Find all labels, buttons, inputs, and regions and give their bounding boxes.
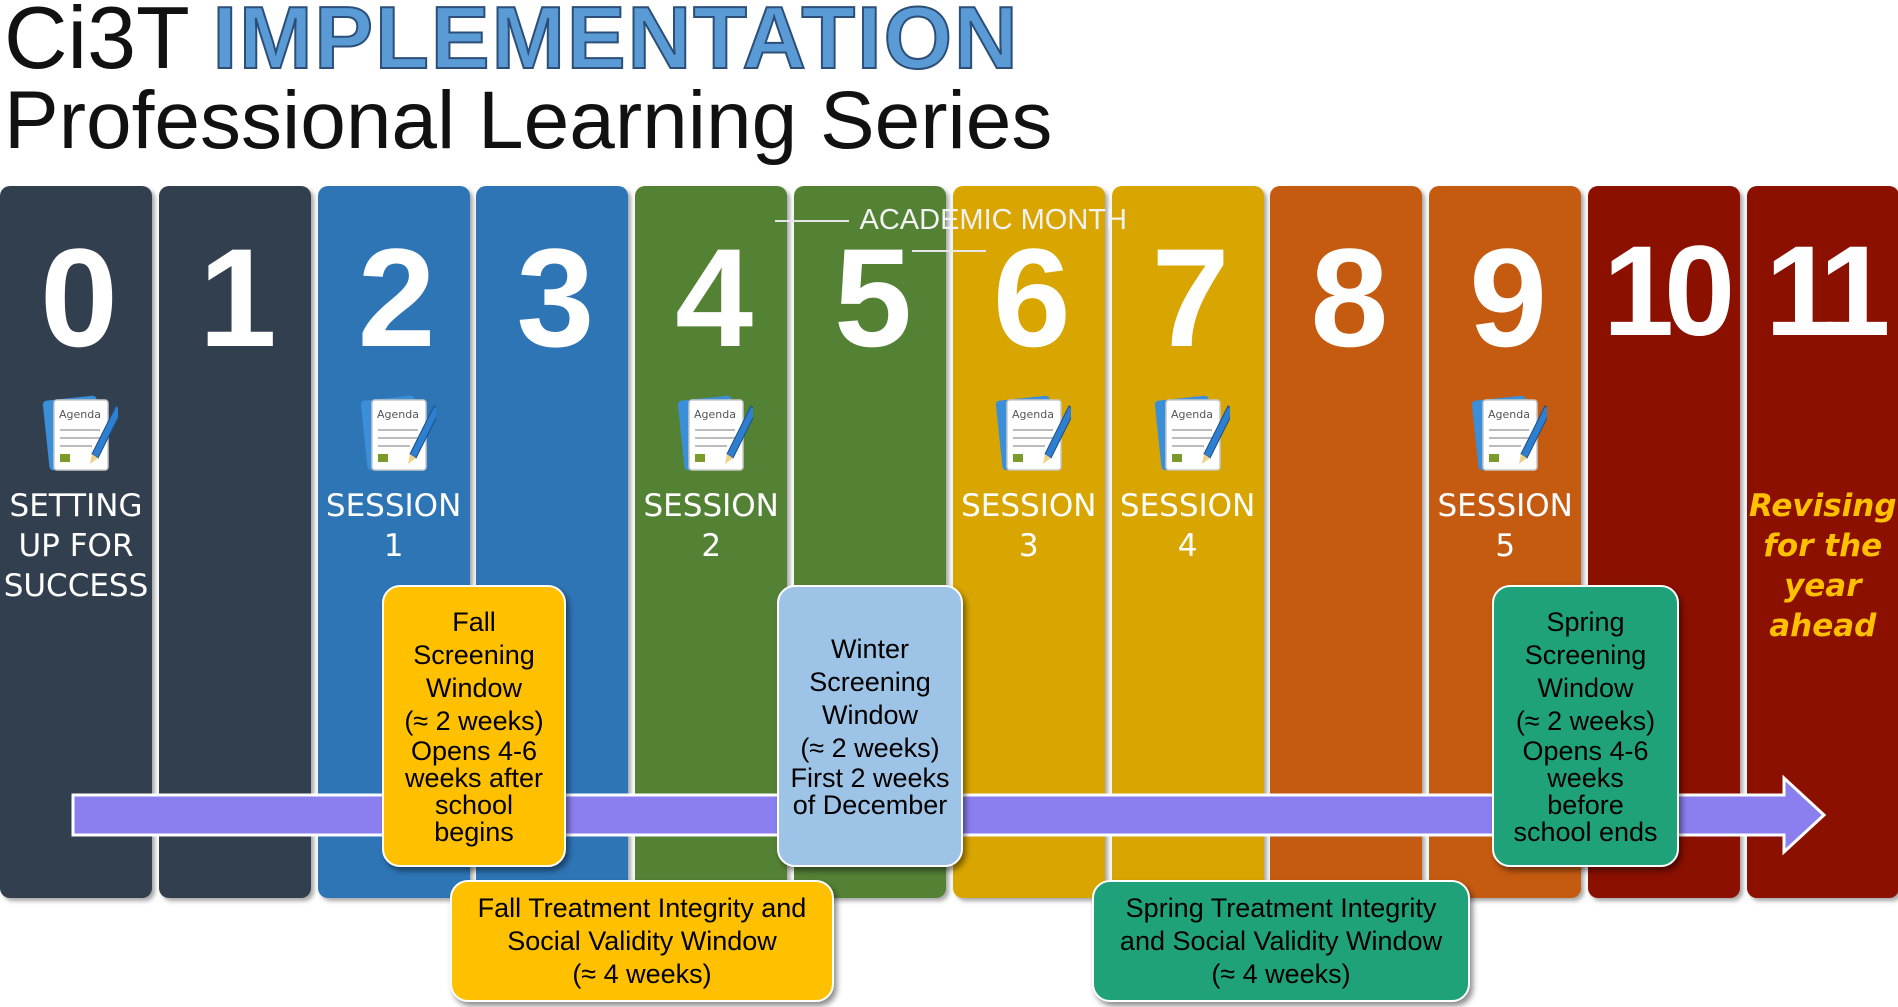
fall-screening-window: Fall Screening Window (≈ 2 weeks)Opens 4… (382, 585, 566, 867)
month-number: 8 (1310, 219, 1388, 376)
month-label: SESSION 5 (1437, 488, 1573, 564)
fall-screening-detail: Opens 4-6 weeks after school begins (404, 736, 544, 847)
agenda-icon: Agenda (360, 392, 441, 476)
month-label-dash-left (775, 220, 850, 223)
title-highlight: IMPLEMENTATION (212, 0, 1020, 87)
agenda-icon: Agenda (995, 392, 1076, 476)
title-prefix: Ci3T (4, 0, 189, 87)
spring-screening-detail: Opens 4-6 weeks before school ends (1513, 736, 1658, 847)
agenda-icon: Agenda (1154, 392, 1235, 476)
fall-screening-text: Fall Screening Window (≈ 2 weeks) (404, 607, 544, 736)
month-number: 3 (516, 219, 594, 376)
spring-treatment-text: Spring Treatment Integrity and Social Va… (1119, 892, 1443, 989)
month-number: 10 (1602, 220, 1735, 363)
agenda-icon: Agenda (677, 392, 758, 476)
month-label-dash-right (912, 250, 986, 253)
agenda-icon-text: Agenda (1488, 408, 1530, 421)
agenda-icon-text: Agenda (59, 408, 101, 421)
month-number: 11 (1765, 220, 1890, 363)
agenda-icon: Agenda (1471, 392, 1552, 476)
month-label: SESSION 1 (325, 488, 462, 564)
month-number: 2 (357, 219, 436, 376)
month-label: SETTING UP FOR SUCCESS (3, 488, 149, 604)
month-column-8: 8 (1270, 186, 1423, 898)
month-label: SESSION 3 (961, 488, 1097, 564)
title-line-1: Ci3T IMPLEMENTATION (4, 0, 1020, 83)
month-label: SESSION 2 (643, 488, 779, 564)
month-label: SESSION 4 (1119, 488, 1256, 564)
month-column-1: 1 (158, 186, 311, 898)
fall-treatment-text: Fall Treatment Integrity and Social Vali… (477, 892, 807, 989)
month-label: Revising for the year ahead (1749, 488, 1897, 644)
month-number: 9 (1469, 219, 1547, 376)
month-number: 1 (198, 219, 277, 376)
spring-treatment-integrity-window: Spring Treatment Integrity and Social Va… (1092, 880, 1470, 1002)
spring-screening-window: Spring Screening Window (≈ 2 weeks)Opens… (1492, 585, 1679, 867)
title-line-2: Professional Learning Series (4, 75, 1053, 166)
winter-screening-window: Winter Screening Window (≈ 2 weeks)First… (777, 585, 963, 867)
agenda-icon-text: Agenda (694, 408, 736, 421)
agenda-icon-text: Agenda (1012, 408, 1054, 421)
month-number: 0 (40, 219, 118, 376)
winter-screening-detail: First 2 weeks of December (790, 763, 950, 820)
month-number: 7 (1151, 219, 1230, 376)
agenda-icon: Agenda (42, 392, 123, 476)
spring-screening-text: Spring Screening Window (≈ 2 weeks) (1515, 607, 1656, 736)
month-number: 4 (675, 219, 753, 376)
month-number: 5 (834, 219, 912, 376)
academic-month-text: ACADEMIC MONTH (859, 204, 1127, 236)
month-number: 6 (992, 219, 1071, 376)
academic-month-label: ACADEMIC MONTH (735, 205, 1163, 265)
fall-treatment-integrity-window: Fall Treatment Integrity and Social Vali… (450, 880, 834, 1002)
agenda-icon-text: Agenda (377, 408, 419, 421)
agenda-icon-text: Agenda (1171, 408, 1213, 421)
winter-screening-text: Winter Screening Window (≈ 2 weeks) (800, 634, 940, 763)
